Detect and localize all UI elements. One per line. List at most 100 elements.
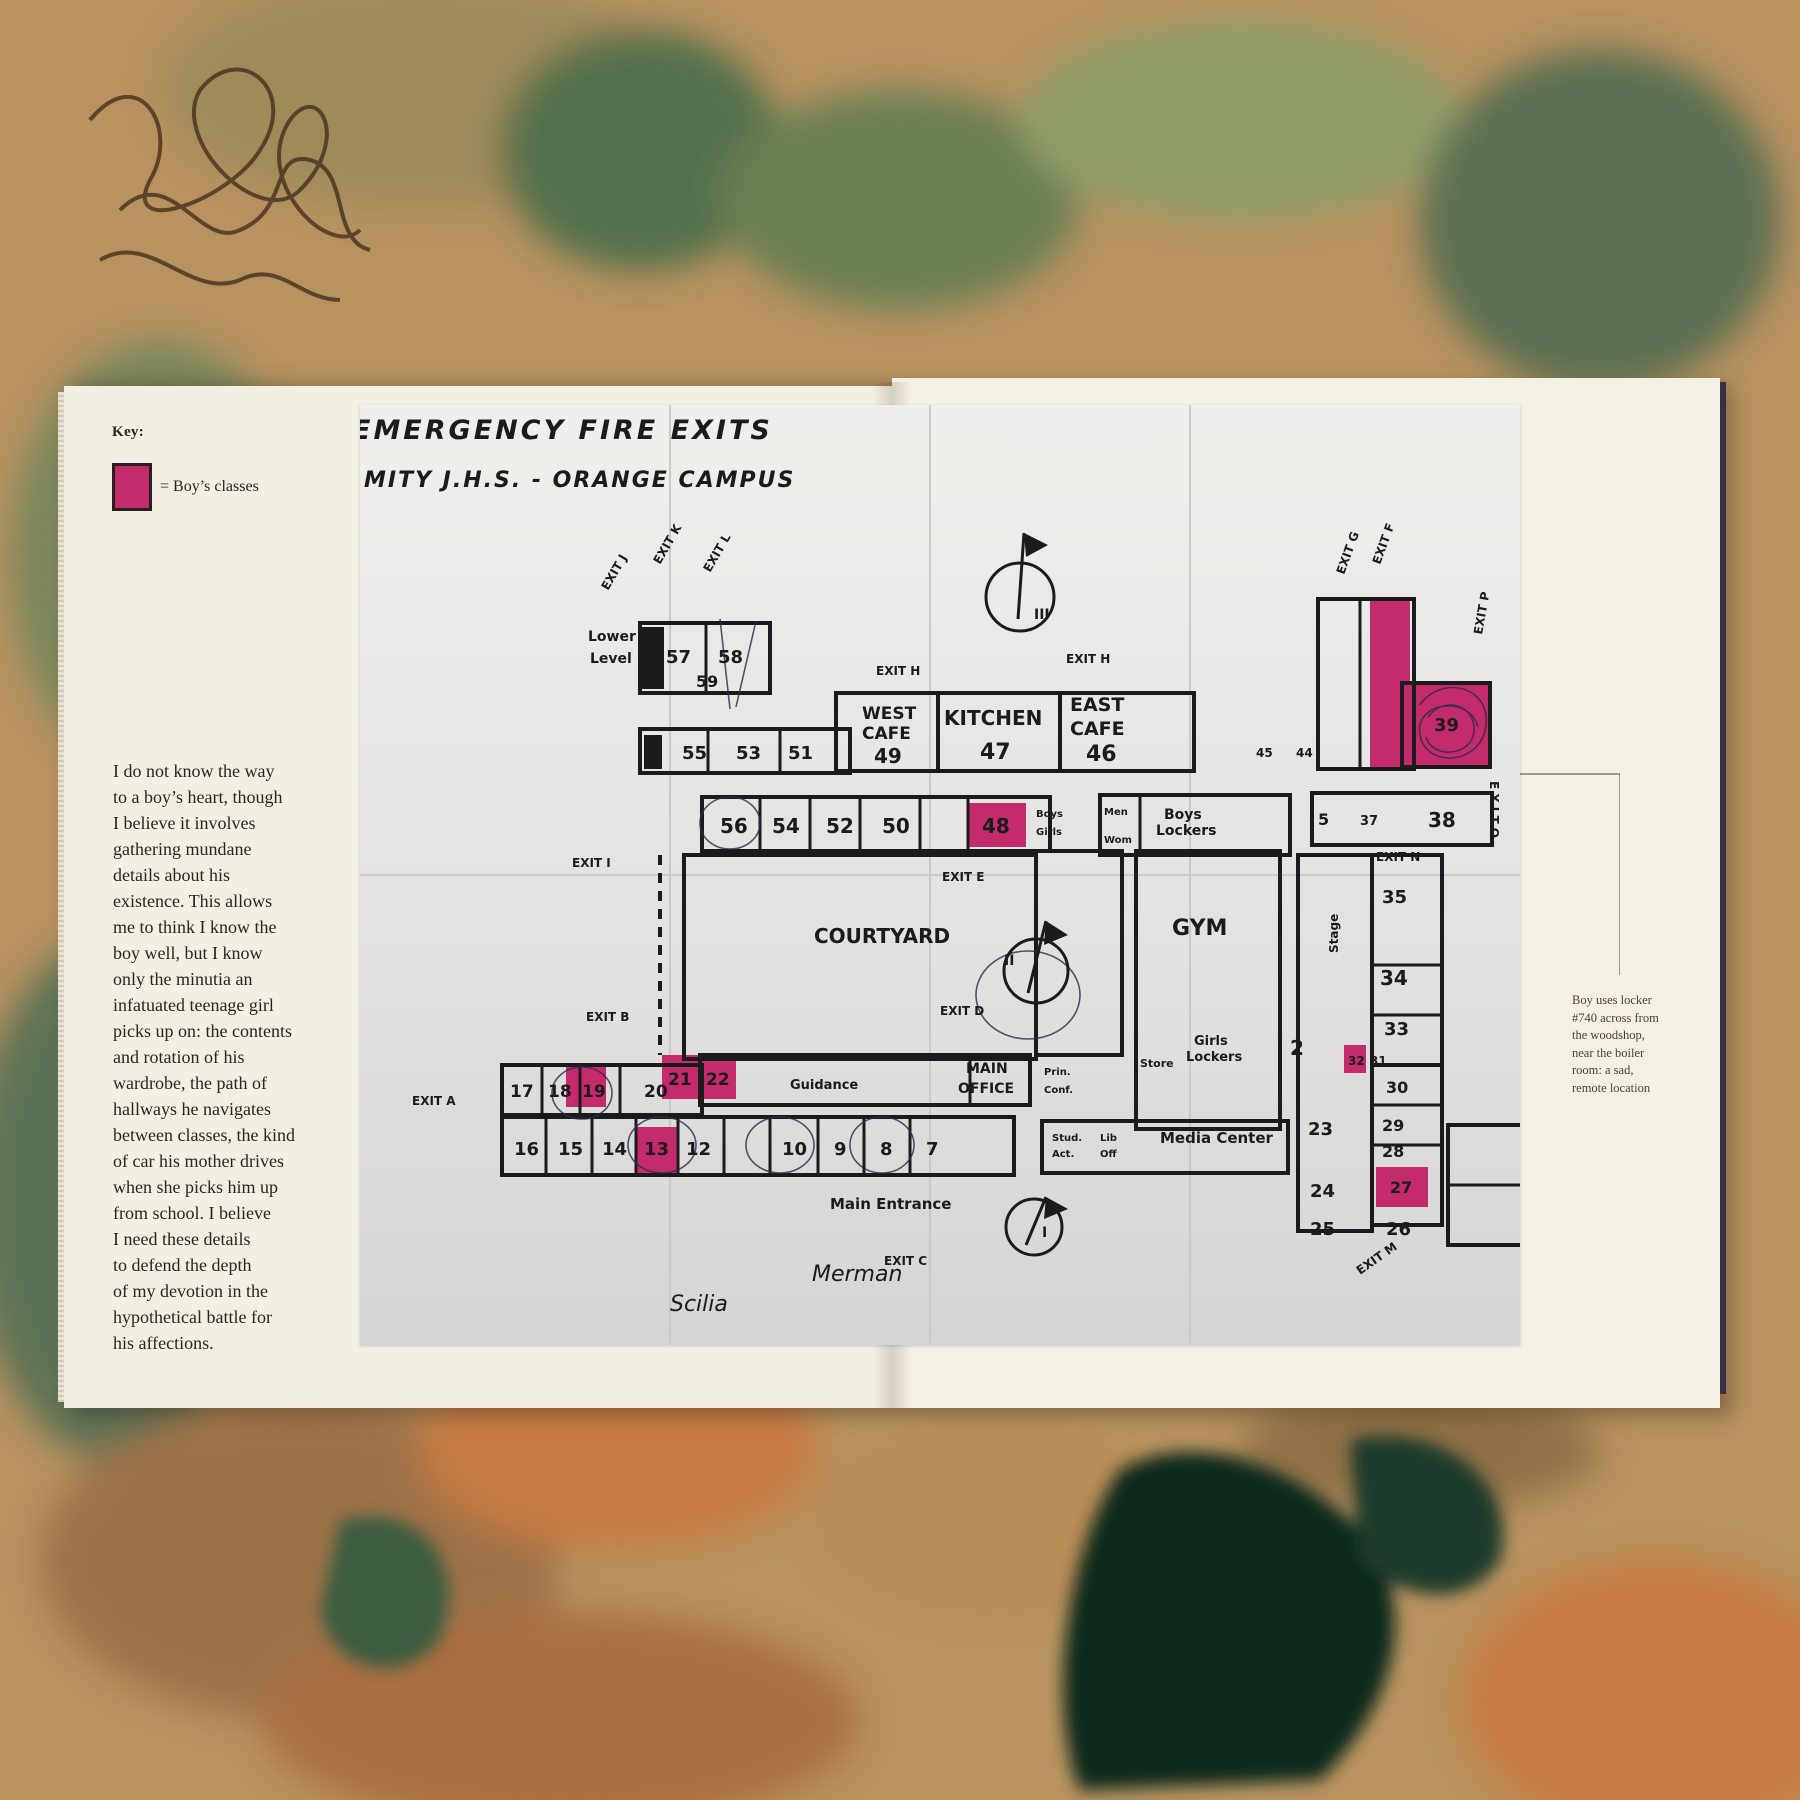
essay-line: hypothetical battle for: [113, 1307, 272, 1327]
room-45: 45: [1256, 746, 1273, 760]
room-51: 51: [788, 743, 813, 764]
room-18: 18: [548, 1082, 572, 1102]
essay-line: I believe it involves: [113, 813, 256, 833]
highlight-room-21: [662, 1055, 700, 1099]
highlight-room-39: [1410, 683, 1488, 765]
map-title-line1: EMERGENCY FIRE EXITS: [360, 415, 773, 446]
flag-label-i: I: [1042, 1225, 1047, 1241]
room-23: 23: [1308, 1119, 1333, 1140]
essay-text: I do not know the way to a boy’s heart, …: [113, 758, 331, 1356]
room-37: 37: [1360, 814, 1378, 829]
lower-level-bar: [642, 627, 664, 769]
pen-scribbles: [551, 618, 1487, 1174]
room-26: 26: [1386, 1219, 1411, 1240]
side-note-line: the woodshop,: [1572, 1028, 1645, 1042]
exit-b-label: EXIT B: [586, 1010, 629, 1024]
room-8: 8: [880, 1139, 893, 1160]
room-22: 22: [706, 1070, 730, 1090]
flag-icon: III: [984, 532, 1056, 633]
floor-plan-walls: [500, 597, 1520, 1247]
essay-line: of my devotion in the: [113, 1281, 268, 1301]
essay-line: his affections.: [113, 1333, 214, 1353]
highlighted-rooms: [566, 597, 1488, 1207]
room-31: 31: [1370, 1054, 1387, 1068]
room-15: 15: [558, 1139, 583, 1160]
essay-line: infatuated teenage girl: [113, 995, 274, 1015]
essay-line: from school. I believe: [113, 1203, 271, 1223]
room-56: 56: [720, 814, 748, 838]
key-label: = Boy’s classes: [160, 478, 259, 495]
exit-k-label: EXIT K: [650, 521, 684, 566]
highlight-room-32: [1344, 1045, 1366, 1073]
lower-level-label-1: Lower: [588, 629, 636, 645]
room-17: 17: [510, 1082, 534, 1102]
flag-icon: I: [1004, 1196, 1068, 1257]
east-cafe-room-number: 46: [1086, 742, 1117, 767]
flag-markers: III II I: [984, 532, 1070, 1257]
exit-c-label: EXIT C: [884, 1254, 927, 1268]
room-2: 2: [1290, 1036, 1304, 1060]
side-note-line: room: a sad,: [1572, 1063, 1634, 1077]
essay-line: to a boy’s heart, though: [113, 787, 283, 807]
side-note-line: Boy uses locker: [1572, 993, 1652, 1007]
boys-girls-small-1: Boys: [1036, 809, 1063, 820]
lower-level-label-2: Level: [590, 651, 632, 667]
stage-label: Stage: [1327, 914, 1341, 953]
essay-line: wardrobe, the path of: [113, 1073, 267, 1093]
exit-a-label: EXIT A: [412, 1094, 456, 1108]
west-cafe-label-2: CAFE: [862, 724, 911, 744]
room-9: 9: [834, 1139, 847, 1160]
essay-line: boy well, but I know: [113, 943, 263, 963]
room-27: 27: [1390, 1178, 1412, 1197]
exit-n-label: EXIT N: [1376, 850, 1420, 864]
girls-lockers-label-1: Girls: [1194, 1034, 1228, 1049]
highlight-room-22: [700, 1055, 736, 1099]
exit-g-label: EXIT G: [1334, 530, 1362, 576]
school-map-photo: EMERGENCY FIRE EXITS MITY J.H.S. - ORANG…: [360, 405, 1520, 1345]
boys-girls-small-2: Girls: [1036, 827, 1062, 838]
east-cafe-label-2: CAFE: [1070, 718, 1125, 740]
men-label: Men: [1104, 807, 1128, 818]
essay-line: gathering mundane: [113, 839, 252, 859]
essay-line: of car his mother drives: [113, 1151, 284, 1171]
essay-line: between classes, the kind: [113, 1125, 295, 1145]
exit-j-label: EXIT J: [598, 552, 629, 593]
room-54: 54: [772, 814, 800, 838]
room-59: 59: [696, 672, 718, 691]
essay-line: hallways he navigates: [113, 1099, 271, 1119]
highlight-room-48: [968, 803, 1026, 847]
essay-line: I do not know the way: [113, 761, 275, 781]
locker-side-note: Boy uses locker #740 across from the woo…: [1572, 992, 1682, 1097]
essay-line: to defend the depth: [113, 1255, 252, 1275]
exit-i-label: EXIT I: [572, 856, 611, 870]
main-office-label-2: OFFICE: [958, 1081, 1014, 1097]
girls-lockers-label-2: Lockers: [1186, 1050, 1242, 1065]
west-cafe-room-number: 49: [874, 744, 902, 768]
room-38: 38: [1428, 808, 1456, 832]
boys-lockers-label-2: Lockers: [1156, 823, 1217, 839]
courtyard-label: COURTYARD: [814, 924, 950, 948]
highlight-room-27: [1376, 1167, 1428, 1207]
room-52: 52: [826, 814, 854, 838]
signature-merman: Merman: [812, 1262, 902, 1287]
essay-line: and rotation of his: [113, 1047, 245, 1067]
library-office-label-2: Off: [1100, 1149, 1118, 1160]
room-39: 39: [1434, 715, 1459, 736]
highlight-room-11: [636, 1127, 678, 1173]
exit-m-label: EXIT M: [1354, 1239, 1400, 1277]
map-key: Key: = Boy’s classes: [112, 424, 312, 511]
room-55: 55: [682, 743, 707, 764]
room-53: 53: [736, 743, 761, 764]
east-cafe-label-1: EAST: [1070, 694, 1124, 716]
room-24: 24: [1310, 1181, 1335, 1202]
boys-lockers-label-1: Boys: [1164, 807, 1202, 823]
key-row: = Boy’s classes: [112, 463, 312, 511]
room-57: 57: [666, 647, 691, 668]
essay-line: me to think I know the: [113, 917, 277, 937]
side-note-line: near the boiler: [1572, 1045, 1645, 1060]
essay-line: only the minutia an: [113, 969, 253, 989]
kitchen-label: KITCHEN: [944, 706, 1042, 730]
room-20: 20: [644, 1082, 668, 1102]
exit-f-label: EXIT F: [1370, 521, 1398, 566]
guidance-label: Guidance: [790, 1078, 858, 1093]
